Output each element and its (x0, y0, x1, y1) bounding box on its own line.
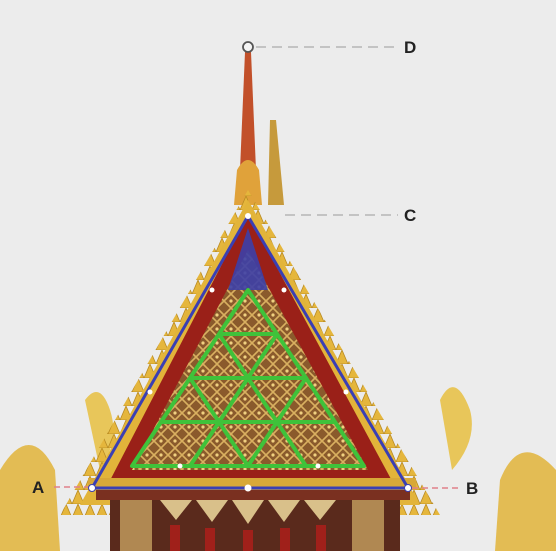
point-a-marker (89, 485, 96, 492)
circle-marker-icon (245, 485, 252, 492)
label-d: D (404, 38, 416, 57)
point-c-marker (245, 213, 251, 219)
label-b: B (466, 479, 478, 498)
point-b-marker (405, 485, 412, 492)
label-a: A (32, 478, 44, 497)
point-d-marker (243, 42, 253, 52)
label-c: C (404, 206, 416, 225)
